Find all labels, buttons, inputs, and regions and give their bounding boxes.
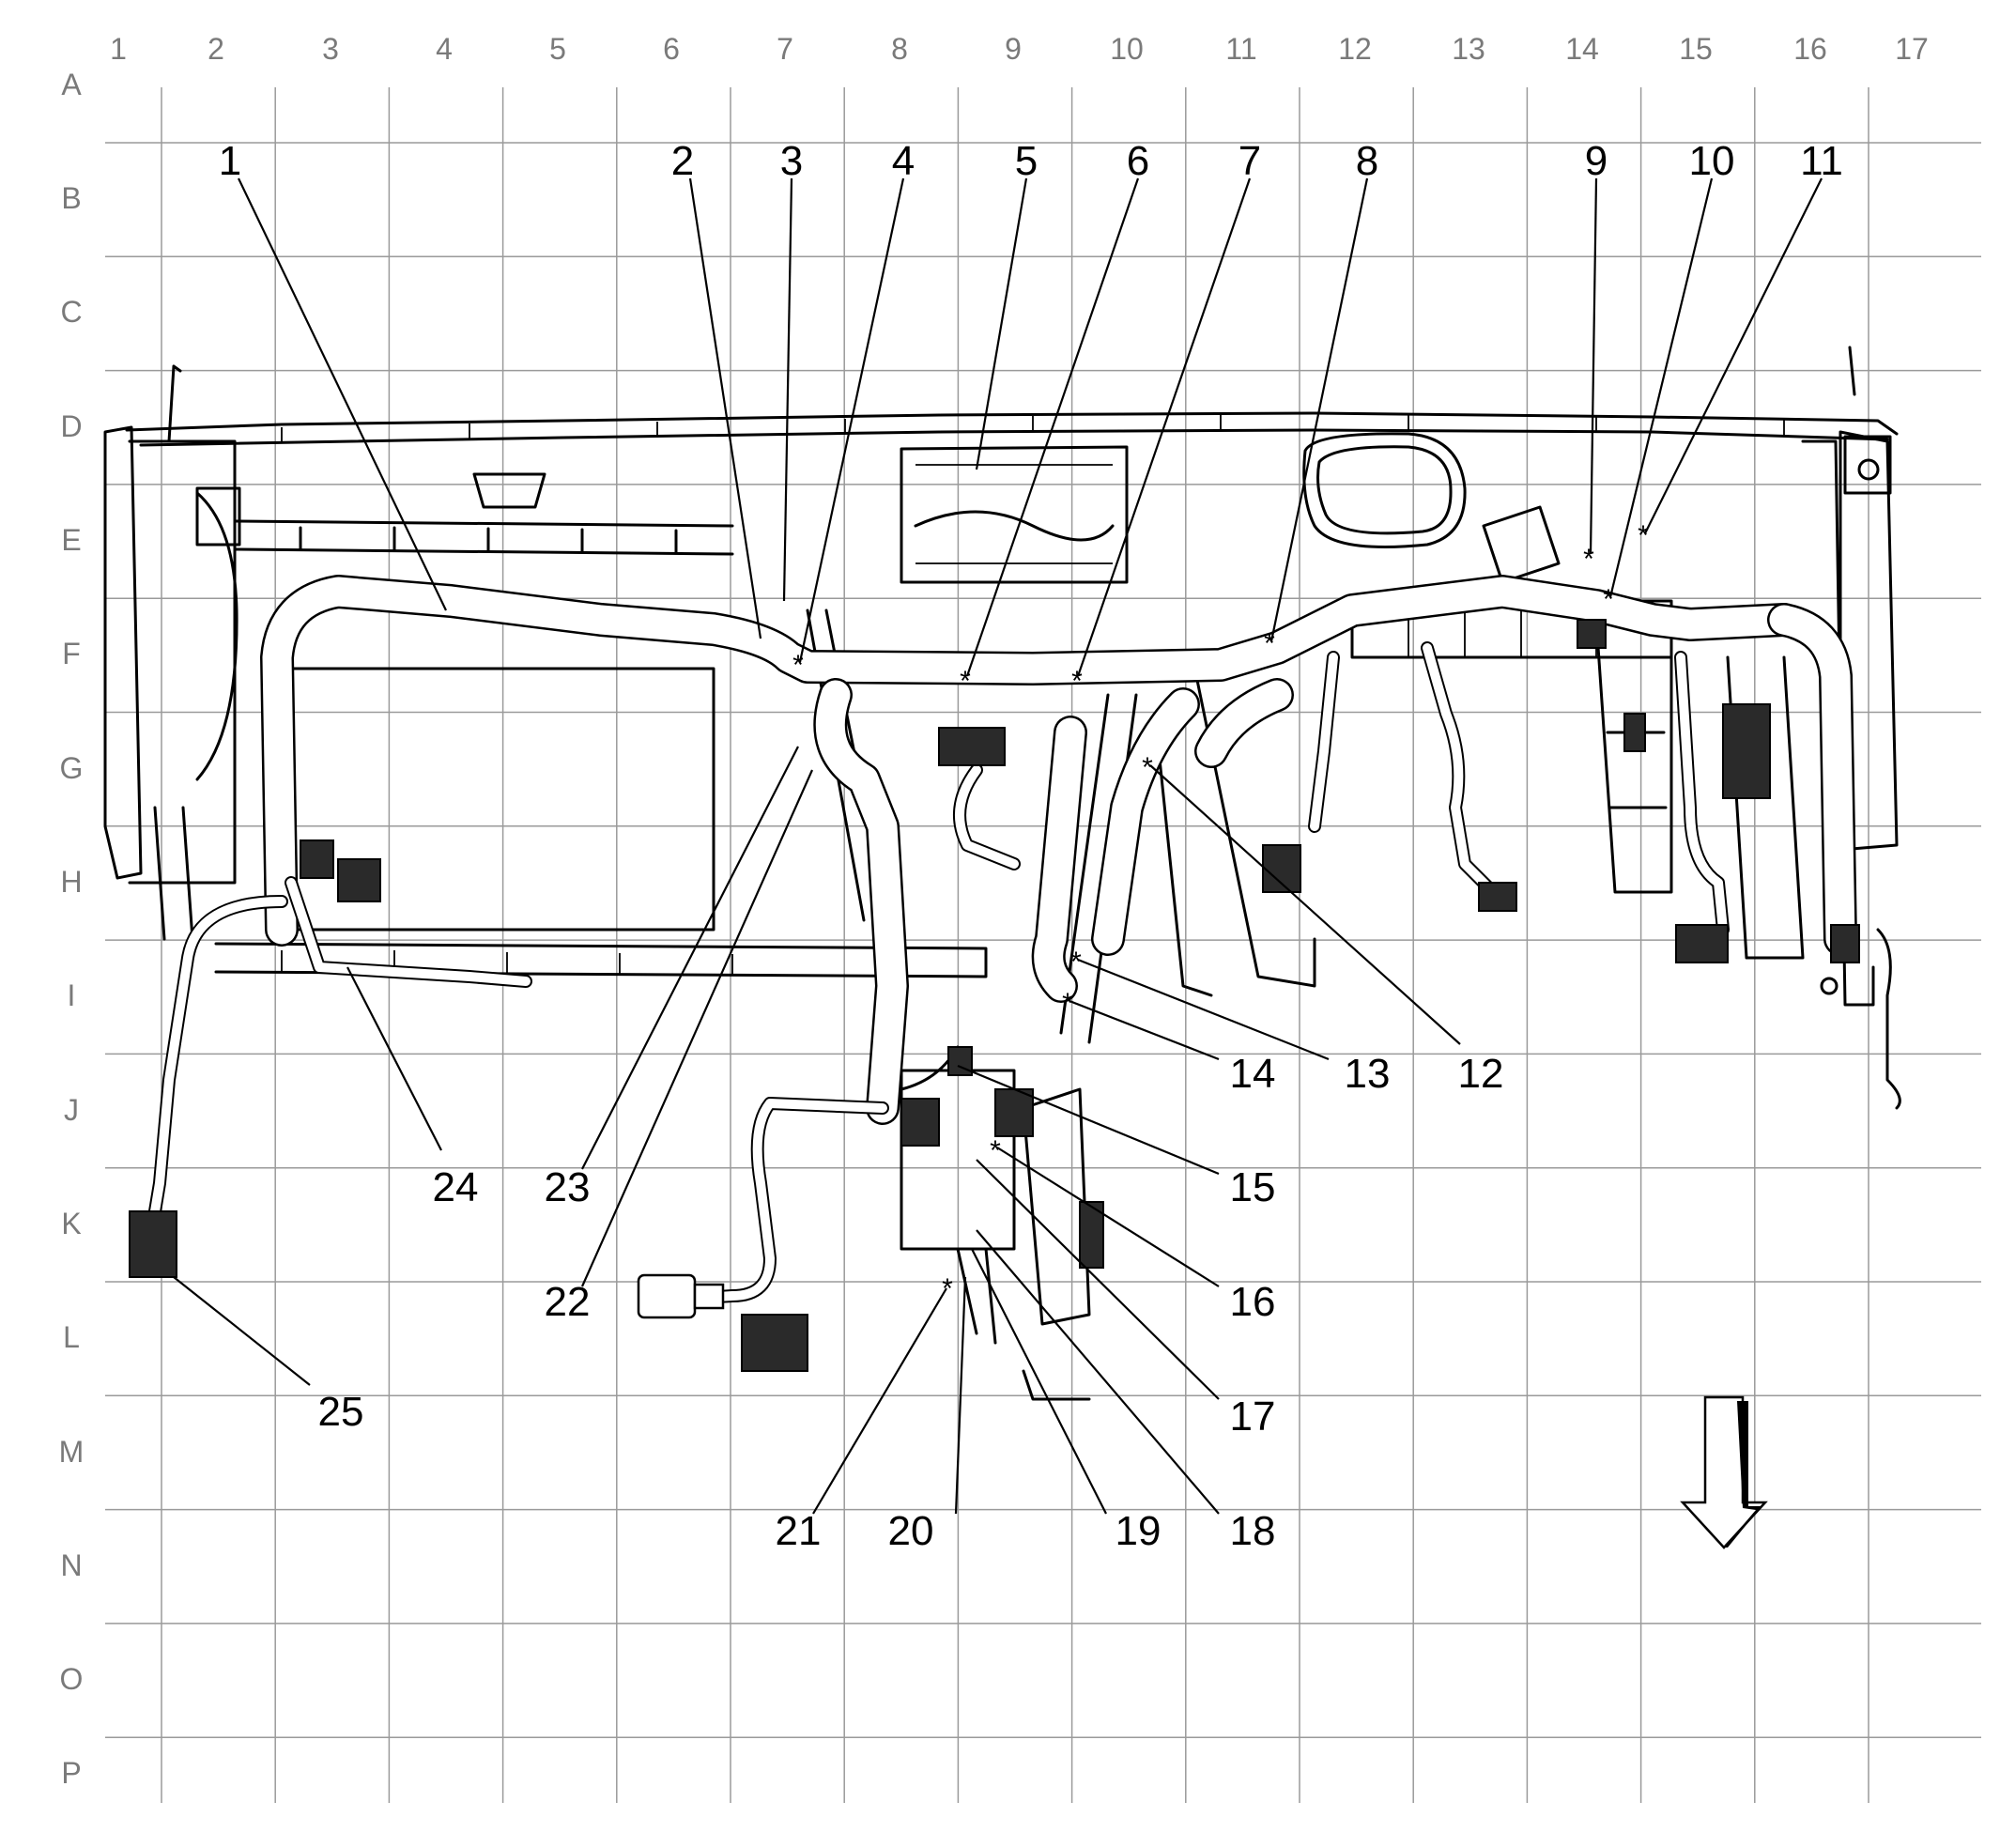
marker-7: * [1071,666,1083,697]
leader-lines [173,177,1823,1515]
marker-12: * [1142,752,1153,783]
callout-20: 20 [888,1508,934,1554]
col-label-6: 6 [663,32,680,66]
glovebox-opening [275,667,715,932]
col-label-3: 3 [322,32,339,66]
row-label-c: C [60,295,82,329]
row-label-d: D [60,409,82,443]
callout-25: 25 [318,1389,364,1435]
col-label-15: 15 [1679,32,1713,66]
callout-17: 17 [1230,1394,1276,1440]
marker-21: * [942,1273,953,1304]
col-label-7: 7 [777,32,793,66]
down-arrow-icon [1680,1395,1768,1549]
instrument-panel-drawing [103,346,1901,1401]
row-label-j: J [64,1093,79,1127]
branch-wires [144,346,1901,1307]
callout-8: 8 [1356,138,1378,184]
col-label-14: 14 [1565,32,1599,66]
row-label-i: I [68,978,76,1012]
main-wiring-harness [260,575,1857,1125]
col-label-8: 8 [891,32,908,66]
marker-13: * [1070,947,1082,978]
col-label-13: 13 [1452,32,1485,66]
callout-15: 15 [1230,1164,1276,1210]
callout-24: 24 [433,1164,479,1210]
col-label-10: 10 [1110,32,1144,66]
connectors [129,619,1860,1372]
callout-18: 18 [1230,1508,1276,1554]
col-label-11: 11 [1225,32,1256,66]
marker-14: * [1062,988,1073,1019]
col-label-4: 4 [436,32,453,66]
ip-top-rail [125,411,1899,436]
callout-3: 3 [780,138,803,184]
row-label-h: H [60,865,82,899]
left-end-panel [103,425,143,880]
marker-16: * [990,1135,1001,1166]
callout-2: 2 [671,138,694,184]
callout-22: 22 [545,1279,591,1325]
row-label-k: K [61,1207,81,1240]
col-label-17: 17 [1895,32,1929,66]
row-label-p: P [61,1756,81,1790]
callout-1: 1 [219,138,241,184]
callout-19: 19 [1115,1508,1162,1554]
row-label-l: L [63,1320,80,1354]
callout-10: 10 [1689,138,1735,184]
marker-11: * [1638,520,1649,551]
col-label-5: 5 [549,32,566,66]
row-label-f: F [62,637,81,670]
callout-16: 16 [1230,1279,1276,1325]
callout-21: 21 [776,1508,822,1554]
callout-14: 14 [1230,1051,1276,1097]
callout-4: 4 [892,138,915,184]
col-label-12: 12 [1338,32,1372,66]
callout-6: 6 [1127,138,1149,184]
grid-row-labels: A B C D E F G H I J K L M N O P [59,68,85,1790]
col-label-2: 2 [208,32,224,66]
callout-13: 13 [1345,1051,1391,1097]
callout-labels: 1 2 3 4 5 6 7 8 9 10 11 12 13 14 15 16 1… [219,138,1843,1554]
row-label-g: G [60,751,84,785]
grid-column-labels: 1 2 3 4 5 6 7 8 9 10 11 12 13 14 15 16 1… [110,32,1929,66]
callout-11: 11 [1800,138,1843,184]
col-label-1: 1 [110,32,127,66]
reference-grid [105,87,1981,1803]
ip-top-rail-inner [139,428,1889,447]
callout-23: 23 [545,1164,591,1210]
row-label-a: A [61,68,82,101]
callout-7: 7 [1238,138,1261,184]
row-label-m: M [59,1435,85,1469]
callout-9: 9 [1585,138,1608,184]
marker-9: * [1583,544,1594,575]
row-label-n: N [60,1548,82,1582]
row-label-b: B [61,181,81,215]
col-label-16: 16 [1793,32,1827,66]
callout-12: 12 [1458,1051,1504,1097]
row-label-o: O [60,1662,84,1696]
row-label-e: E [61,523,81,557]
callout-5: 5 [1015,138,1038,184]
splice-markers: * * * * * * * * * * * * [792,520,1649,1304]
col-label-9: 9 [1005,32,1022,66]
